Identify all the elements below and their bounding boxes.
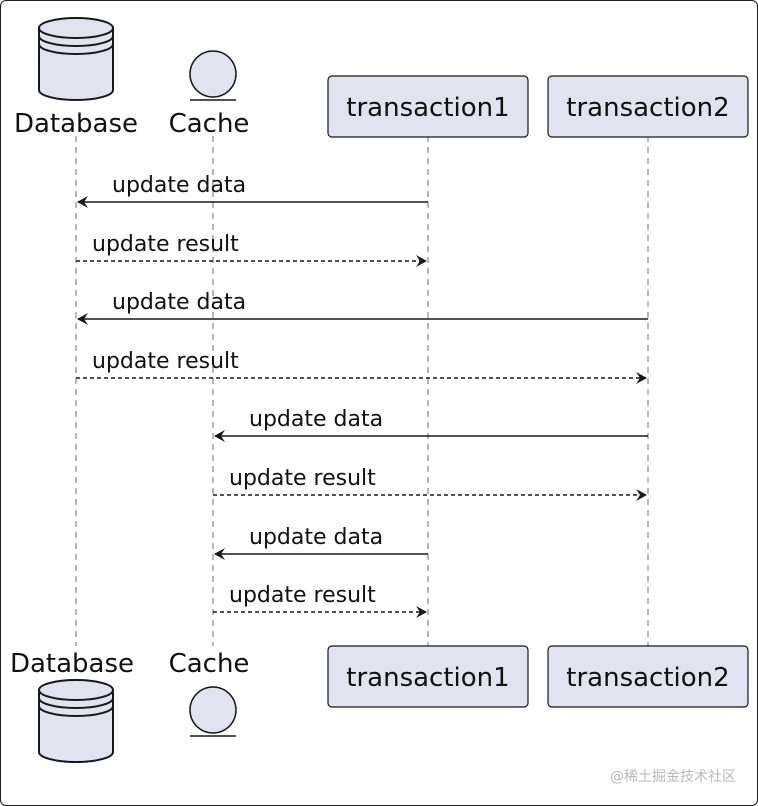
- message-label: update data: [112, 173, 246, 198]
- message-label: update data: [112, 290, 246, 315]
- participant-box-bottom: [547, 645, 749, 708]
- database-icon: [38, 27, 114, 101]
- participant-box-top: [547, 75, 749, 138]
- participant-label-bottom: Cache: [169, 649, 250, 679]
- message-label: update result: [92, 349, 239, 374]
- database-icon-band: [38, 697, 114, 709]
- participant-label: transaction2: [566, 93, 729, 123]
- database-icon-top: [38, 679, 114, 701]
- participant-label-top: Cache: [169, 109, 250, 139]
- entity-icon: [189, 50, 237, 98]
- database-icon-band: [38, 705, 114, 717]
- participant-label: transaction2: [566, 663, 729, 693]
- participant-box-top: [327, 75, 529, 138]
- database-icon: [38, 689, 114, 763]
- message-label: update result: [92, 232, 239, 257]
- participant-label-bottom: Database: [10, 649, 134, 679]
- message-label: update data: [249, 525, 383, 550]
- database-icon-band: [38, 35, 114, 47]
- participant-label-top: Database: [14, 109, 138, 139]
- database-icon-band: [38, 43, 114, 55]
- participant-box-bottom: [327, 645, 529, 708]
- entity-icon: [189, 686, 237, 734]
- database-icon-top: [38, 17, 114, 39]
- participant-label: transaction1: [346, 93, 509, 123]
- participant-label: transaction1: [346, 663, 509, 693]
- message-label: update result: [229, 583, 376, 608]
- watermark: @稀土掘金技术社区: [610, 769, 736, 785]
- message-label: update result: [229, 466, 376, 491]
- message-label: update data: [249, 407, 383, 432]
